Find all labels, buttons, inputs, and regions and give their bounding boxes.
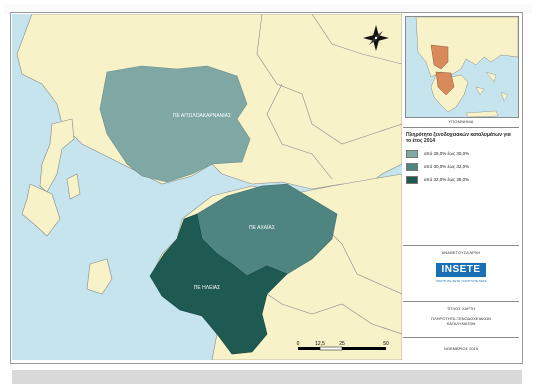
legend-label: από 32,0% έως 35,0% [424, 177, 470, 182]
main-map[interactable]: ΠΕ ΑΙΤΩΛΟΑΚΑΡΝΑΝΙΑΣ ΠΕ ΑΧΑΪΑΣ ΠΕ ΗΛΕΙΑΣ … [12, 14, 402, 360]
legend-swatch-3 [406, 176, 418, 184]
logo-subtitle: INSTITUTE ΣΕΤΕ | INSTITUTE SETE [436, 279, 487, 283]
label-ilia: ΠΕ ΗΛΕΙΑΣ [194, 285, 220, 291]
north-arrow-icon [363, 25, 389, 51]
label-aitoloakarnania: ΠΕ ΑΙΤΩΛΟΑΚΑΡΝΑΝΙΑΣ [173, 113, 231, 119]
authority-section: ΑΝΑΘΕΤΟΥΣΑ ΑΡΧΗ INSETE INSTITUTE ΣΕΤΕ | … [403, 245, 519, 301]
title-section: ΤΙΤΛΟΣ ΧΑΡΤΗ ΠΛΗΡΟΤΗΤΑ ΞΕΝΟΔΟΧΕΙΑΚΩΝ ΚΑΤ… [403, 301, 519, 337]
legend-item: από 32,0% έως 35,0% [406, 176, 516, 185]
legend-title: ΥΠΟΜΝΗΜΑ [448, 119, 474, 124]
insete-logo: INSETE INSTITUTE ΣΕΤΕ | INSTITUTE SETE [436, 263, 487, 287]
island-kefalonia [21, 183, 61, 237]
legend-label: από 28,0% έως 30,0% [424, 151, 470, 156]
scale-tick-3: 50 [383, 341, 389, 347]
border-line [266, 83, 333, 180]
legend-swatch-2 [406, 163, 418, 171]
map-title-value: ΠΛΗΡΟΤΗΤΑ ΞΕΝΟΔΟΧΕΙΑΚΩΝ ΚΑΤΑΛΥΜΑΤΩΝ [431, 316, 491, 326]
minimap-svg [415, 17, 518, 117]
legend-swatch-1 [406, 150, 418, 158]
scale-tick-0: 0 [297, 341, 300, 347]
island-ithaca [66, 173, 81, 200]
island-lefkada [39, 118, 75, 193]
island-zakynthos [86, 258, 113, 295]
inset-minimap [405, 16, 519, 118]
map-title-label: ΤΙΤΛΟΣ ΧΑΡΤΗ [446, 306, 476, 311]
border-line [251, 283, 402, 335]
bottom-strip [12, 370, 522, 384]
authority-label: ΑΝΑΘΕΤΟΥΣΑ ΑΡΧΗ [441, 250, 481, 255]
border-line [311, 14, 402, 65]
scale-tick-1: 12,5 [315, 341, 325, 347]
top-strip [4, 4, 532, 14]
map-date: ΝΟΕΜΒΡΙΟΣ 2015 [443, 346, 479, 351]
main-map-svg: ΠΕ ΑΙΤΩΛΟΑΚΑΡΝΑΝΙΑΣ ΠΕ ΑΧΑΪΑΣ ΠΕ ΗΛΕΙΑΣ … [12, 14, 402, 360]
logo-text: INSETE [436, 263, 486, 277]
map-sidebar: ΥΠΟΜΝΗΜΑ Πληρότητα ξενοδοχειακών καταλυμ… [403, 14, 519, 360]
date-section: ΝΟΕΜΒΡΙΟΣ 2015 [403, 337, 519, 360]
legend-heading: Πληρότητα ξενοδοχειακών καταλυμάτων για … [406, 132, 511, 144]
legend-label: από 30,0% έως 32,0% [424, 164, 470, 169]
scale-bar: 0 12,5 25 50 [297, 341, 389, 351]
legend-section: Πληρότητα ξενοδοχειακών καταλυμάτων για … [403, 127, 519, 245]
scale-tick-2: 25 [339, 341, 345, 347]
region-aitoloakarnania[interactable] [99, 65, 251, 183]
region-ilia[interactable] [149, 213, 288, 355]
border-line [256, 14, 402, 145]
legend-item: από 30,0% έως 32,0% [406, 163, 516, 172]
label-achaia: ΠΕ ΑΧΑΪΑΣ [249, 224, 275, 231]
legend-item: από 28,0% έως 30,0% [406, 150, 516, 159]
